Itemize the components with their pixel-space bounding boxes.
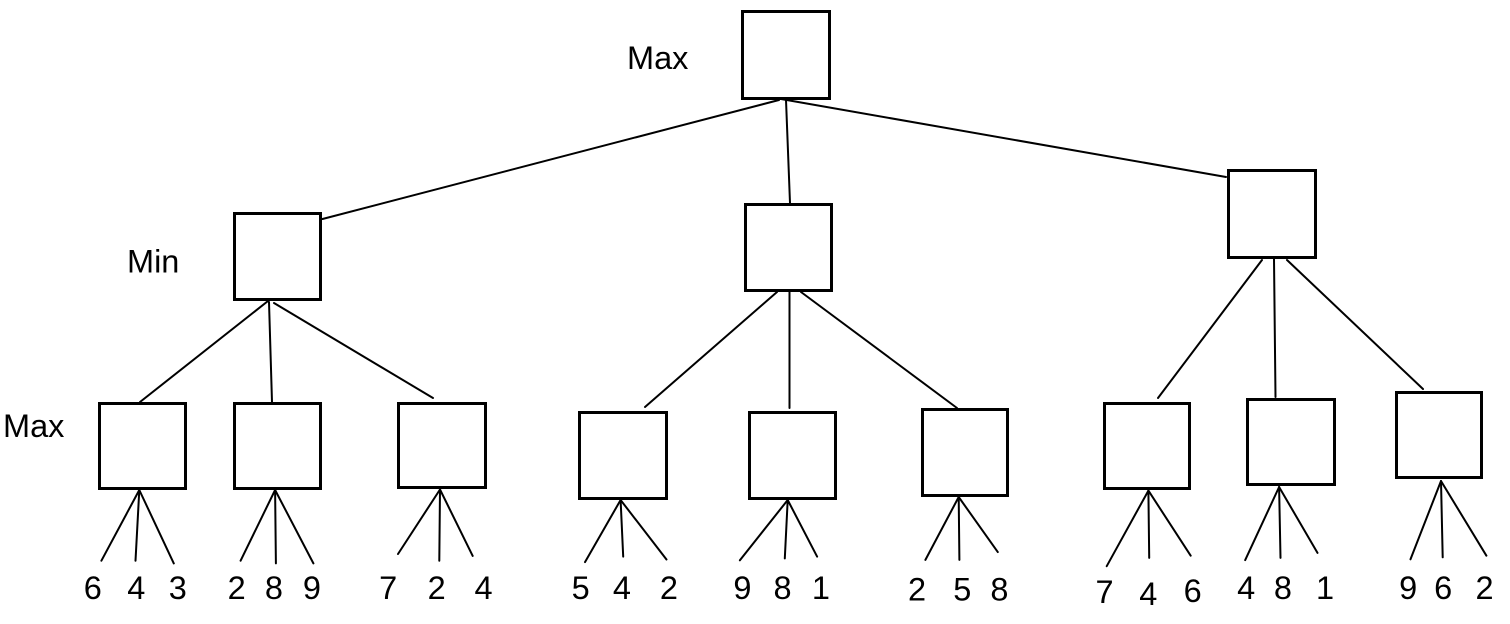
svg-text:7: 7	[379, 570, 397, 606]
svg-text:4: 4	[127, 570, 145, 606]
svg-text:5: 5	[953, 572, 971, 608]
svg-text:4: 4	[1139, 576, 1157, 612]
svg-text:2: 2	[428, 570, 446, 606]
svg-text:6: 6	[84, 570, 102, 606]
svg-text:Min: Min	[127, 243, 179, 279]
svg-text:2: 2	[660, 570, 678, 606]
svg-text:6: 6	[1184, 573, 1202, 609]
svg-text:7: 7	[1096, 574, 1114, 610]
svg-text:Max: Max	[627, 40, 688, 76]
svg-text:3: 3	[169, 570, 187, 606]
svg-text:4: 4	[613, 570, 631, 606]
svg-text:9: 9	[733, 570, 751, 606]
svg-text:8: 8	[773, 570, 791, 606]
svg-text:9: 9	[1399, 570, 1417, 606]
svg-text:2: 2	[228, 570, 246, 606]
svg-text:4: 4	[1237, 570, 1255, 606]
svg-text:4: 4	[475, 570, 493, 606]
svg-text:8: 8	[265, 570, 283, 606]
svg-text:5: 5	[572, 570, 590, 606]
svg-text:2: 2	[1476, 570, 1494, 606]
svg-text:8: 8	[990, 572, 1008, 608]
svg-text:9: 9	[303, 570, 321, 606]
svg-text:1: 1	[812, 570, 830, 606]
svg-text:1: 1	[1316, 570, 1334, 606]
svg-text:Max: Max	[3, 408, 64, 444]
svg-text:6: 6	[1434, 570, 1452, 606]
svg-text:8: 8	[1274, 570, 1292, 606]
svg-text:2: 2	[908, 572, 926, 608]
